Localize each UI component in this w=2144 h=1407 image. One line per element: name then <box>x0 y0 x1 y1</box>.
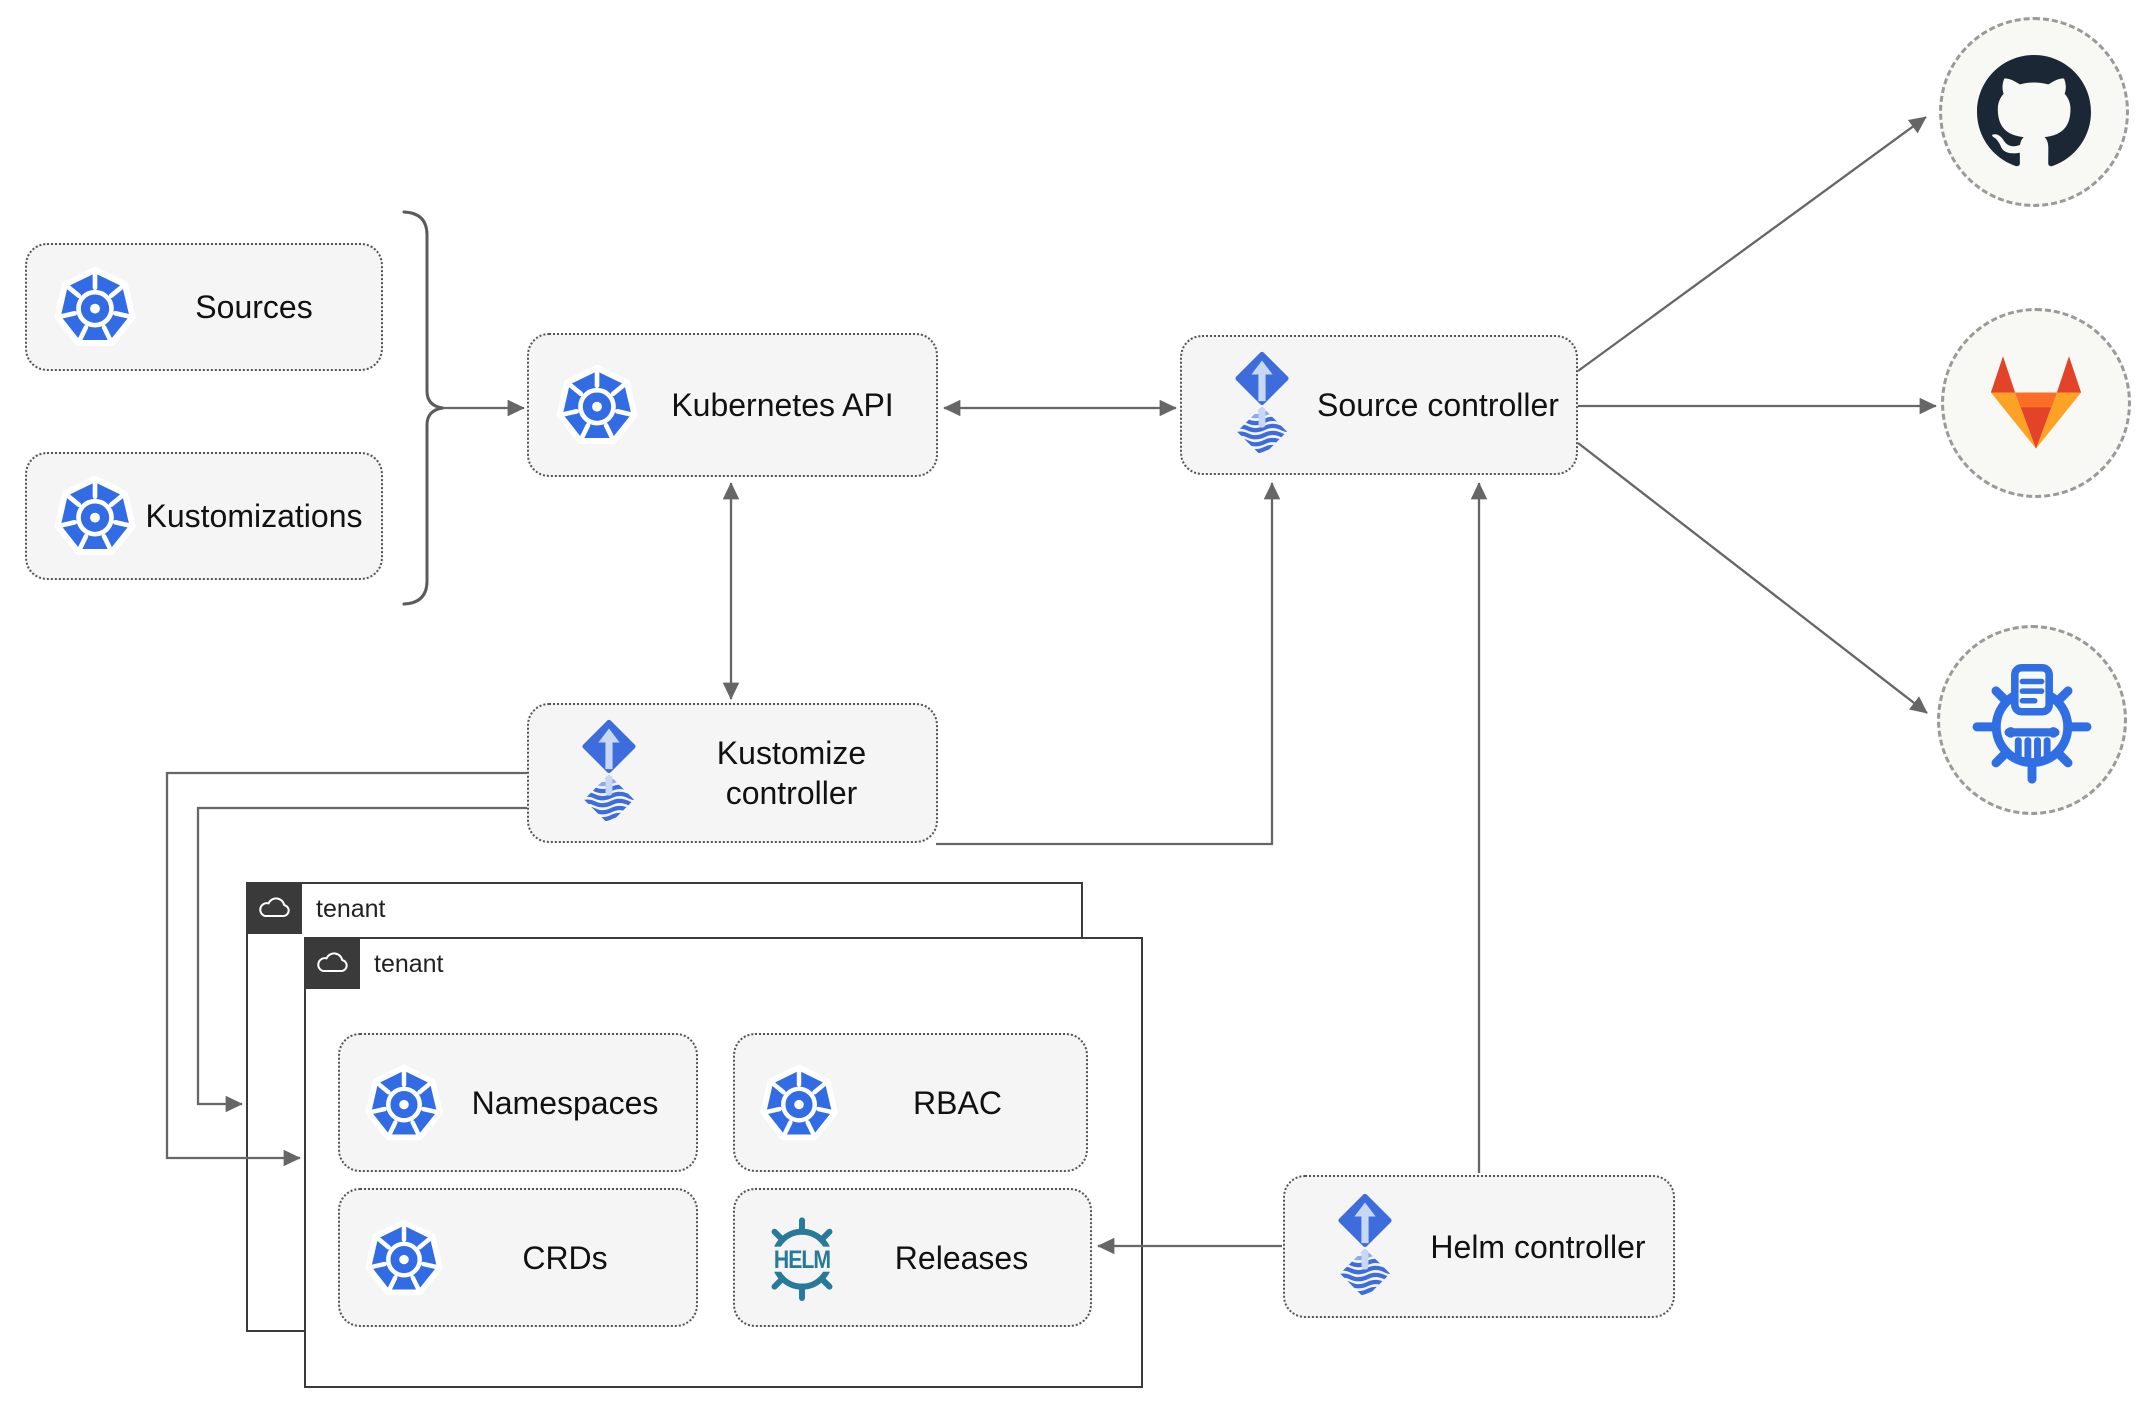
kubernetes-icon <box>51 472 139 560</box>
node-namespaces: Namespaces <box>338 1033 698 1172</box>
chartmuseum-icon <box>1966 654 2098 786</box>
node-kustomize-controller: Kustomize controller <box>527 703 938 843</box>
node-kustomizations: Kustomizations <box>25 452 383 580</box>
flux-icon <box>559 719 659 827</box>
edge-sourcectl-to-github <box>1577 116 1927 372</box>
flux-icon <box>1212 351 1312 459</box>
node-crds: CRDs <box>338 1188 698 1327</box>
github-icon <box>1977 55 2091 169</box>
kubernetes-icon <box>51 263 139 351</box>
edge-sourcectl-to-chartmuseum <box>1577 442 1928 714</box>
node-label: Kustomizations <box>145 498 363 534</box>
tenant-badge <box>245 881 302 934</box>
node-label: Releases <box>894 1239 1029 1276</box>
node-label: Helm controller <box>1430 1228 1646 1265</box>
kubernetes-icon <box>553 361 641 449</box>
endpoint-github <box>1939 17 2129 207</box>
node-source-controller: Source controller <box>1180 335 1578 475</box>
helm-logo-text: HELM <box>774 1246 830 1274</box>
edge-kustomizectl-to-sourcectl <box>936 482 1281 846</box>
flux-icon <box>1315 1193 1415 1301</box>
cloud-icon <box>256 895 292 920</box>
node-label: Kustomize controller <box>716 735 867 811</box>
helm-icon: HELM <box>760 1216 844 1301</box>
node-label: RBAC <box>913 1084 1002 1121</box>
node-kubernetes-api: Kubernetes API <box>527 333 938 477</box>
node-label: Sources <box>195 289 313 325</box>
node-label: CRDs <box>522 1239 608 1276</box>
tenant-label: tenant <box>316 895 386 923</box>
node-label: Kubernetes API <box>671 387 894 423</box>
endpoint-chartmuseum <box>1937 625 2127 815</box>
node-sources: Sources <box>25 243 383 371</box>
gitlab-icon <box>1981 354 2091 453</box>
kubernetes-icon <box>362 1061 446 1145</box>
endpoint-gitlab <box>1941 308 2131 498</box>
kubernetes-icon <box>362 1216 446 1300</box>
node-label: Source controller <box>1317 387 1559 423</box>
cloud-icon <box>314 950 350 975</box>
node-releases: HELM Releases <box>733 1188 1092 1327</box>
node-helm-controller: Helm controller <box>1283 1175 1675 1318</box>
node-label: Namespaces <box>471 1084 659 1121</box>
node-rbac: RBAC <box>733 1033 1088 1172</box>
kubernetes-icon <box>757 1061 841 1145</box>
tenant-badge <box>303 936 360 989</box>
curly-brace <box>402 210 444 606</box>
tenant-label: tenant <box>374 950 444 978</box>
